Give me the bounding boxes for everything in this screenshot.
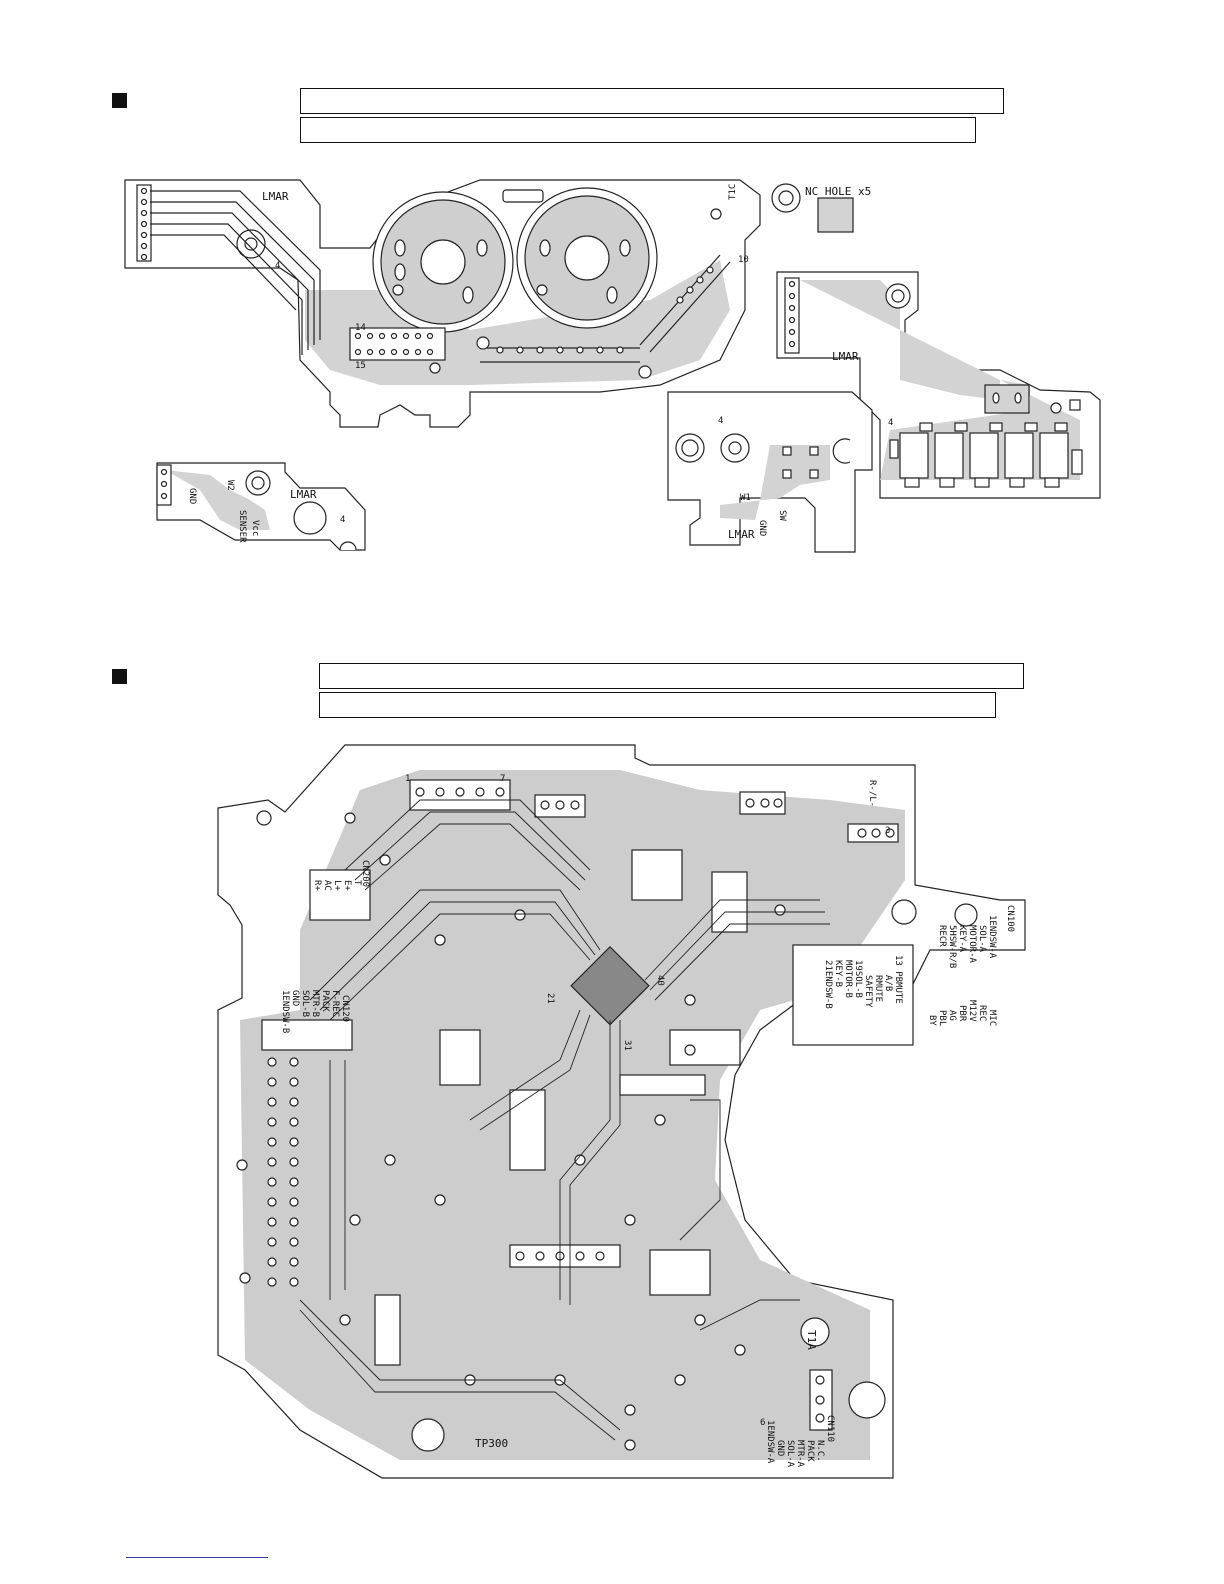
cn200-pin-4: E+: [342, 880, 352, 891]
cn120-label: CN120: [340, 995, 350, 1022]
switch-board-right: [776, 271, 1101, 499]
cn100-pin-15: MIC: [987, 1010, 997, 1026]
section-marker-1: [112, 93, 127, 108]
cn100-pin-1: 1ENDSW-A: [987, 915, 997, 959]
board-number-4a: 4: [275, 261, 280, 271]
cn100-pin-6: RECR: [937, 925, 947, 947]
cn120-pin-3: MTR-B: [310, 990, 320, 1017]
cn120-pin-6: 1ENDSW-B: [280, 990, 290, 1033]
cn100-pin-11: 19SOL-B: [853, 960, 863, 998]
senser-label: SENSER: [237, 510, 247, 543]
pin-31-marker: 31: [622, 1040, 632, 1051]
cn100-pin-19: AG: [947, 1010, 957, 1021]
pin-21-marker: 21: [545, 993, 555, 1004]
cn110-label: CN110: [825, 1415, 835, 1442]
main-pcb-labels: CN200 L+ AC R+ E+ T CN120 F-REC PACK MTR…: [280, 774, 1015, 1468]
cn100-pin-13: KEY-B: [833, 960, 843, 987]
cn100-pin-21: BY: [927, 1015, 937, 1026]
pin-14-label: 14: [355, 323, 366, 333]
lmar-label-2: LMAR: [832, 350, 859, 363]
vcc-label: Vcc: [250, 520, 260, 536]
main-ic-chip: [570, 945, 650, 1026]
sw-label: SW: [777, 510, 787, 521]
pin-1-marker: 1: [405, 774, 410, 784]
cn100-label: CN100: [1005, 905, 1015, 932]
cn100-pin-12: MOTOR-B: [843, 960, 853, 998]
cn110-pin-5: GND: [775, 1440, 785, 1456]
cn200-pin-2: AC: [322, 880, 332, 891]
pin-10-label: 10: [738, 255, 749, 265]
lmar-label-1: LMAR: [262, 190, 289, 203]
pin-7-marker: 7: [500, 774, 505, 784]
cn100-pin-17: M12V: [967, 1000, 977, 1022]
cn120-pin-5: GND: [290, 990, 300, 1006]
section1-texts: LMAR NC HOLE x5 T1C 4 10 14 15: [262, 184, 871, 371]
lmar-label-3: LMAR: [728, 528, 755, 541]
nc-hole-label: NC HOLE x5: [805, 185, 871, 198]
t1c-label: T1C: [728, 184, 738, 200]
cn100-pin-3: MOTOR-A: [967, 925, 977, 964]
cn110-pin-2: PACK: [805, 1440, 815, 1462]
pin-6-marker: 6: [760, 1418, 765, 1428]
cn120-pin-4: SOL-B: [300, 990, 310, 1017]
cn120-pin-2: PACK: [320, 990, 330, 1012]
cn100-pin-10: SAFETY: [863, 975, 873, 1008]
cn100-pin-14: 21ENDSW-B: [823, 960, 833, 1009]
tp300-label: TP300: [475, 1437, 508, 1450]
cn100-pin-2: SOL-A: [977, 925, 987, 953]
board-number-4b: 4: [888, 418, 893, 428]
cn100-pin-16: REC: [977, 1005, 987, 1021]
section-1-subtitle-box: [300, 117, 976, 143]
cn100-pin-5: 5HSW-R/B: [947, 925, 957, 968]
pin-3-marker: 3: [885, 826, 890, 836]
rl-label: R-/L-: [867, 780, 877, 807]
lmar-label-4: LMAR: [290, 488, 317, 501]
pin-40-marker: 40: [655, 975, 665, 986]
cn100-pin-7: 13 PBMUTE: [893, 955, 903, 1004]
cn200-pin-3: R+: [312, 880, 322, 891]
cn100-pin-9: RMUTE: [873, 975, 883, 1002]
cn110-pin-1: N.C.: [815, 1440, 825, 1462]
gnd-label-a: GND: [757, 520, 767, 536]
cn120-pin-1: F-REC: [330, 990, 340, 1017]
cn200-pin-5: T: [352, 880, 362, 886]
cn100-pin-18: PBR: [957, 1005, 967, 1022]
t1a-label: T1A: [805, 1330, 818, 1350]
switch-board-small: [667, 391, 873, 553]
board-number-4c: 4: [718, 416, 723, 426]
section-2-title-box: [319, 663, 1024, 689]
main-pcb: [217, 744, 1026, 1479]
cn200-pin-1: L+: [332, 880, 342, 891]
gnd-label-b: GND: [187, 488, 197, 504]
cn100-pin-8: A/B: [883, 975, 893, 991]
cn110-pin-4: SOL-A: [785, 1440, 795, 1468]
cn110-pin-6: 1ENDSW-A: [765, 1420, 775, 1464]
footer-link-underline: [126, 1557, 268, 1558]
section-marker-2: [112, 669, 127, 684]
mechanism-board-main: [124, 179, 854, 428]
section-1-title-box: [300, 88, 1004, 114]
cn100-pin-20: PBL: [937, 1010, 947, 1026]
cn200-label: CN200: [360, 860, 370, 887]
cn110-pin-3: MTR-A: [795, 1440, 805, 1468]
w2-label: W2: [225, 480, 235, 491]
pin-15-label: 15: [355, 361, 366, 371]
cn100-pin-4: KEY-A: [957, 925, 967, 953]
section-2-subtitle-box: [319, 692, 996, 718]
w1-label: W1: [740, 493, 751, 503]
board-number-4d: 4: [340, 515, 345, 525]
sensor-board: [156, 462, 366, 551]
